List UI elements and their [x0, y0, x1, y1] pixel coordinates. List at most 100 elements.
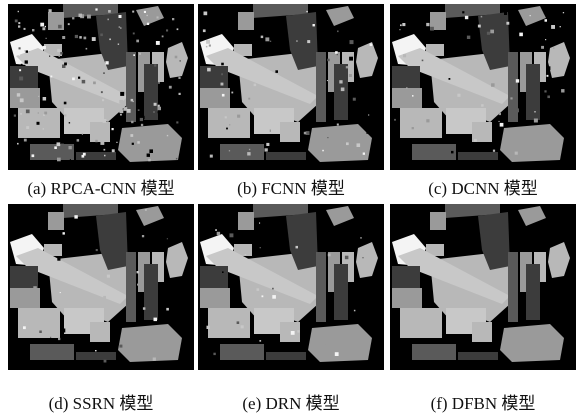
noise-speck	[490, 29, 494, 34]
noise-speck	[356, 143, 361, 147]
noise-speck	[61, 328, 66, 333]
region-left-dark-block	[200, 66, 228, 88]
noise-speck	[91, 37, 96, 41]
region-left-lower-block	[18, 308, 60, 338]
noise-speck	[103, 72, 105, 74]
noise-speck	[176, 121, 179, 124]
region-bottom-left-strip	[30, 344, 74, 360]
noise-speck	[208, 44, 211, 47]
noise-speck	[224, 116, 227, 119]
noise-speck	[271, 129, 275, 134]
noise-speck	[32, 29, 35, 32]
noise-speck	[19, 76, 24, 81]
region-right-striped	[508, 252, 518, 322]
noise-speck	[561, 89, 565, 93]
noise-speck	[60, 52, 63, 55]
noise-speck	[139, 52, 141, 55]
noise-speck	[207, 67, 211, 72]
noise-speck	[132, 245, 134, 248]
noise-speck	[18, 47, 21, 50]
noise-speck	[100, 91, 103, 94]
noise-speck	[226, 127, 228, 130]
noise-speck	[100, 33, 103, 37]
classification-map-d	[8, 204, 194, 370]
noise-speck	[87, 82, 91, 85]
noise-speck	[23, 27, 26, 30]
noise-speck	[179, 60, 181, 62]
noise-speck	[533, 118, 538, 123]
noise-speck	[81, 133, 83, 135]
noise-speck	[498, 120, 500, 122]
noise-speck	[412, 95, 414, 97]
region-center-small	[90, 122, 110, 142]
noise-speck	[327, 137, 329, 139]
noise-speck	[17, 142, 19, 145]
region-right-striped	[126, 52, 136, 122]
noise-speck	[559, 26, 561, 28]
noise-speck	[42, 27, 46, 31]
noise-speck	[426, 22, 430, 27]
region-center-small	[472, 122, 492, 142]
noise-speck	[103, 295, 106, 299]
noise-speck	[406, 87, 408, 89]
noise-speck	[461, 150, 464, 152]
region-small-gray-left	[44, 244, 62, 256]
noise-speck	[57, 48, 61, 53]
noise-speck	[334, 352, 339, 356]
region-bottom-right-big	[500, 124, 564, 162]
noise-speck	[18, 25, 21, 28]
noise-speck	[298, 111, 300, 113]
noise-speck	[137, 283, 139, 286]
noise-speck	[209, 154, 213, 158]
region-diagonal-band	[398, 248, 510, 304]
noise-speck	[130, 98, 134, 102]
noise-speck	[477, 24, 481, 28]
region-right-tall	[334, 264, 348, 320]
region-top-right-grey	[136, 6, 164, 26]
noise-speck	[236, 321, 240, 324]
noise-speck	[400, 24, 402, 27]
region-right-tall	[144, 64, 158, 120]
region-bottom-right-big	[308, 324, 372, 362]
noise-speck	[498, 112, 501, 116]
region-left-dark-block	[392, 266, 420, 288]
region-top-dark-strip	[445, 204, 500, 218]
noise-speck	[414, 139, 417, 142]
noise-speck	[166, 134, 169, 137]
region-top-gray-block	[238, 212, 254, 230]
noise-speck	[163, 149, 165, 151]
noise-speck	[131, 120, 134, 124]
noise-speck	[17, 157, 20, 160]
noise-speck	[18, 22, 21, 25]
noise-speck	[221, 62, 224, 66]
region-right-striped	[508, 52, 518, 122]
noise-speck	[231, 91, 234, 94]
region-right-tall	[526, 64, 540, 120]
noise-speck	[95, 8, 98, 11]
noise-speck	[154, 64, 157, 67]
noise-speck	[166, 238, 168, 240]
panel-f: (f) DFBN 模型	[390, 204, 576, 413]
noise-speck	[206, 39, 210, 44]
region-bottom-left-strip	[30, 144, 74, 160]
noise-speck	[98, 125, 101, 129]
noise-speck	[229, 124, 231, 126]
noise-speck	[80, 68, 82, 70]
noise-speck	[50, 336, 52, 338]
region-left-mid-block	[392, 288, 422, 308]
region-bottom-mid-strip	[266, 352, 306, 360]
noise-speck	[481, 104, 484, 107]
noise-speck	[480, 15, 483, 18]
region-center-small	[90, 322, 110, 342]
region-top-dark-strip	[253, 204, 308, 218]
noise-speck	[81, 154, 85, 158]
noise-speck	[119, 99, 123, 104]
noise-speck	[247, 152, 251, 156]
noise-speck	[244, 254, 247, 256]
noise-speck	[178, 76, 181, 79]
noise-speck	[50, 75, 53, 78]
region-top-gray-block	[430, 12, 446, 30]
noise-speck	[322, 149, 324, 152]
noise-speck	[492, 149, 496, 152]
noise-speck	[266, 142, 270, 146]
